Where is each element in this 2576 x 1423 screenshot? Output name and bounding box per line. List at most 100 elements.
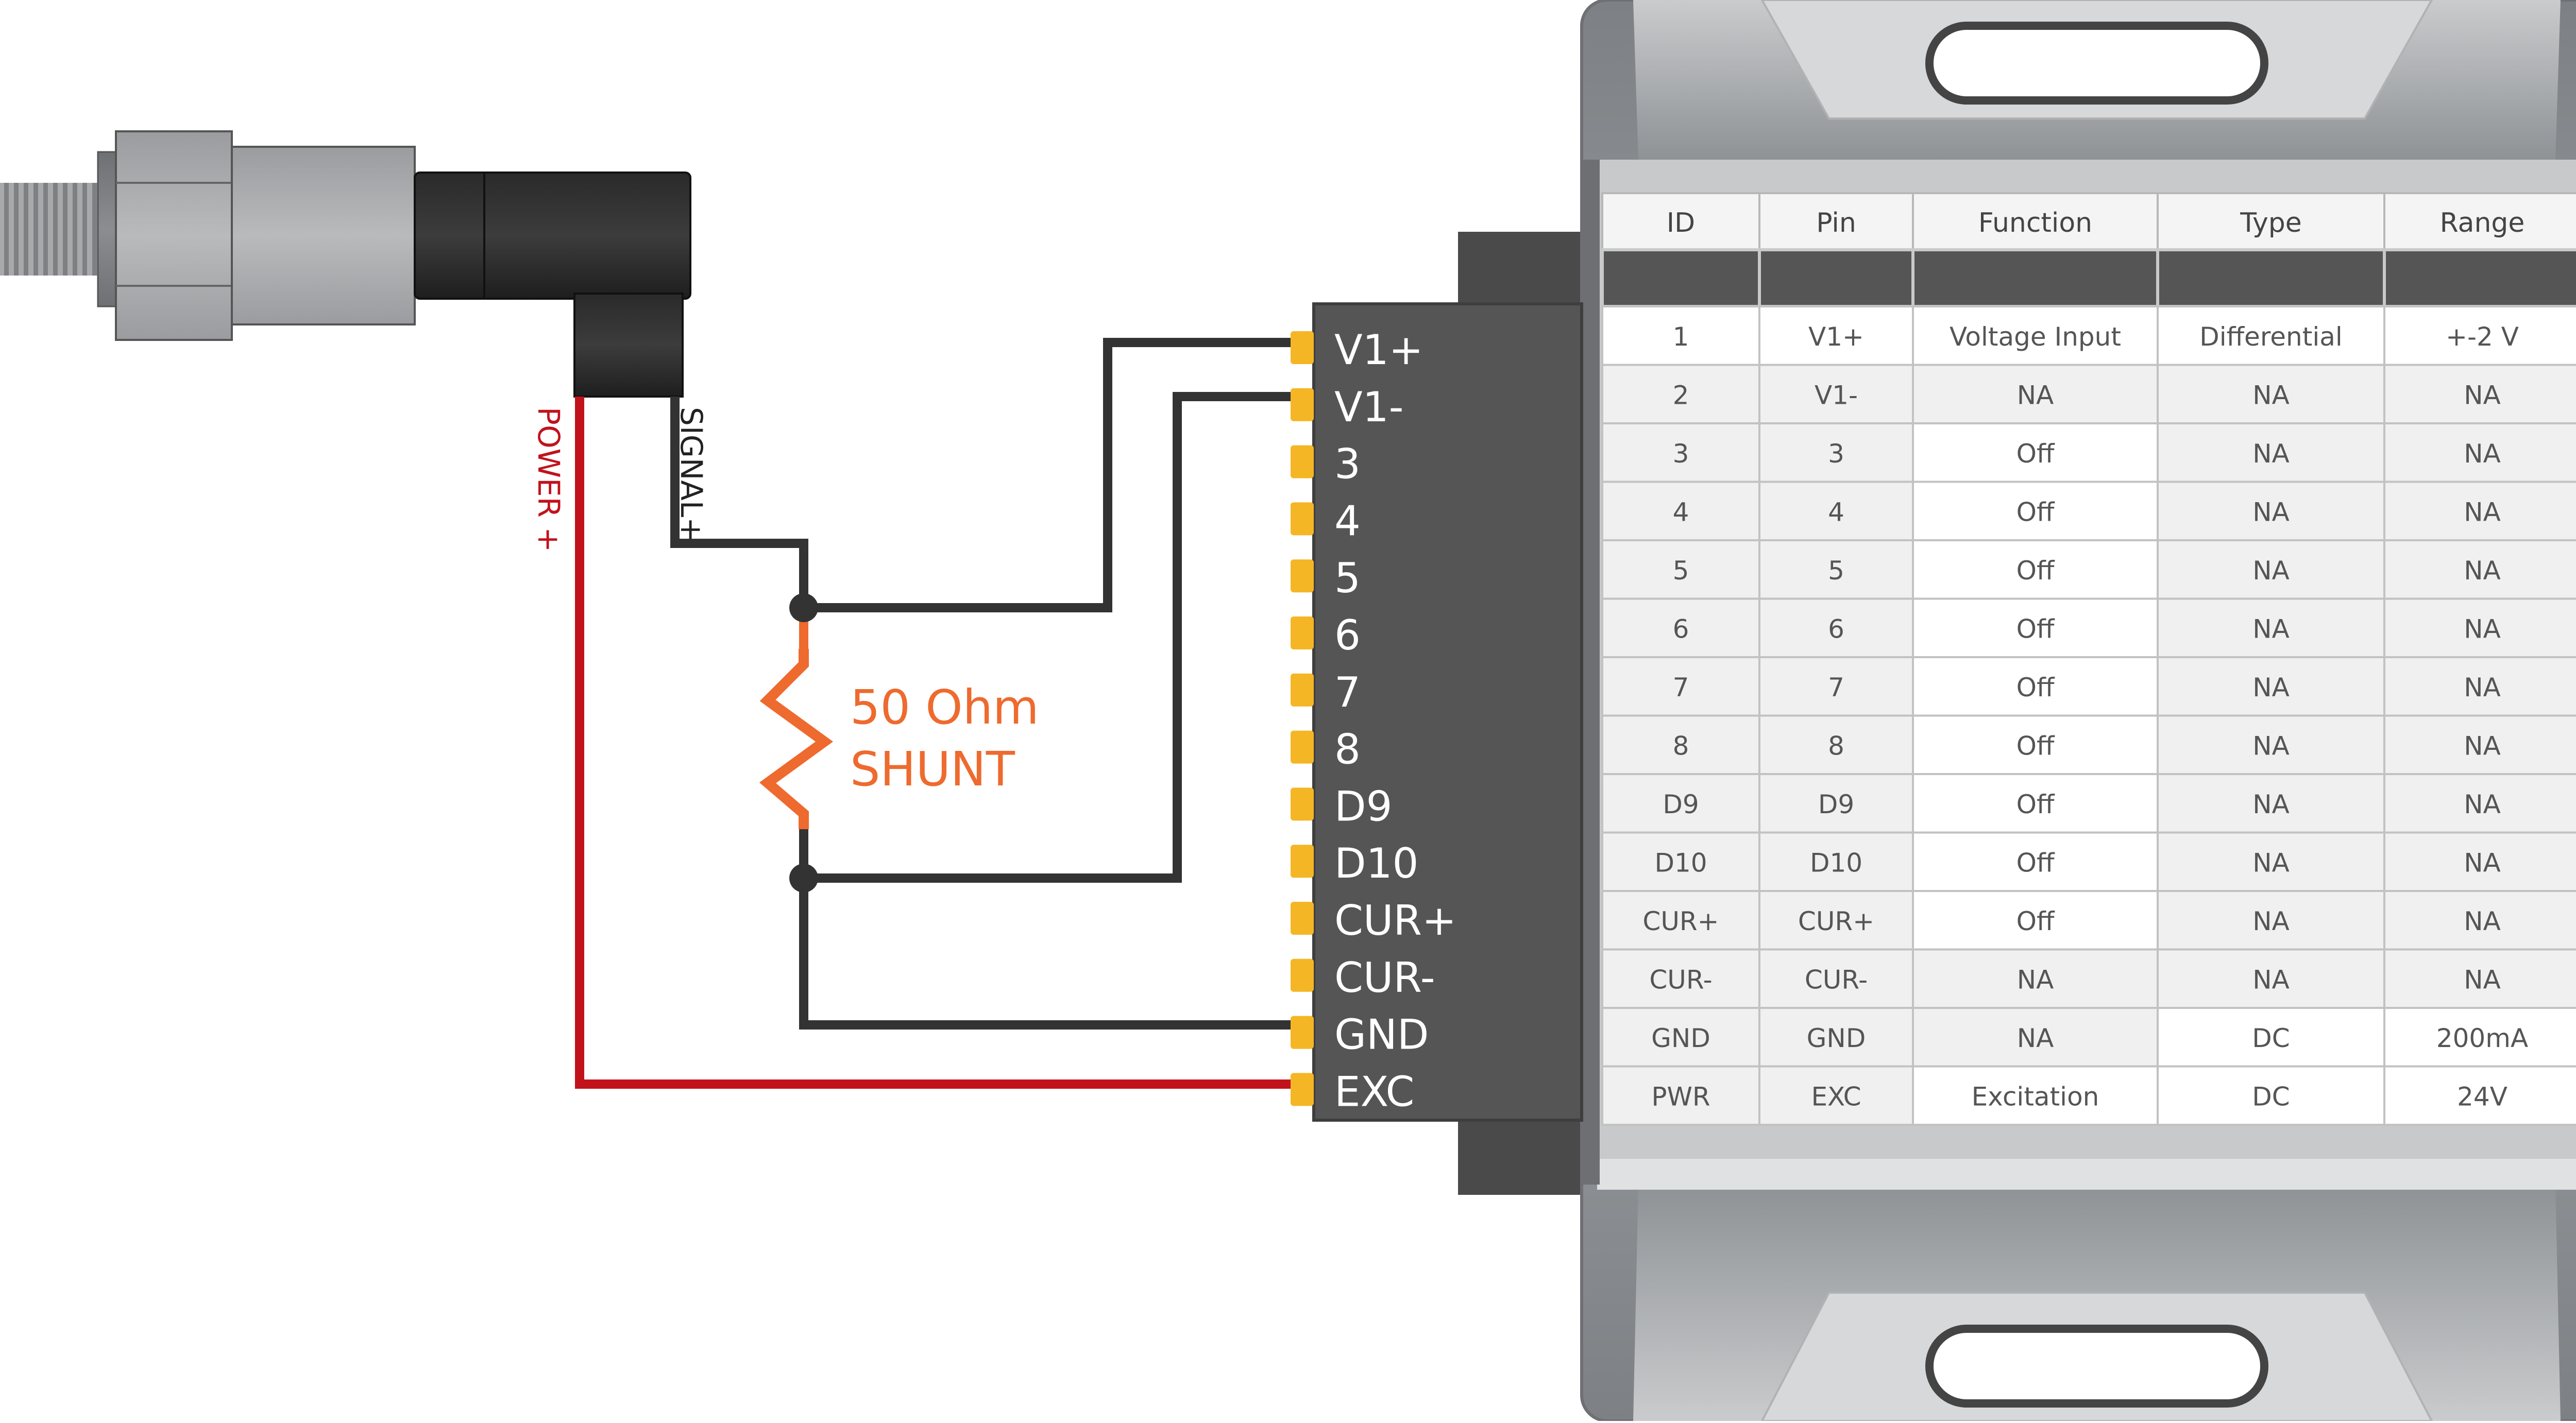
table-cell-text: 8: [1828, 731, 1844, 761]
table-cell: [1601, 890, 1760, 951]
table-cell-text: 5: [1828, 556, 1844, 586]
junction-dot-bottom: [789, 864, 818, 893]
table-header-label: ID: [1667, 208, 1695, 238]
terminal-pin: CUR+: [1291, 897, 1456, 945]
table-cell-text: 5: [1673, 556, 1689, 586]
table-header-cell: [1912, 192, 2159, 251]
table-cell: [1912, 773, 2159, 834]
table-cell-text: Excitation: [1972, 1082, 2099, 1111]
table-cell-text: CUR-: [1805, 965, 1868, 995]
wires: [575, 338, 1298, 1089]
table-cell-text: DC: [2252, 1082, 2290, 1111]
table-cell: [1601, 539, 1760, 600]
table-cell: [2383, 481, 2576, 541]
table-cell: [1912, 714, 2159, 775]
table-cell: [1601, 1065, 1760, 1126]
table-cell-text: NA: [2464, 906, 2501, 936]
pin-label: D9: [1334, 782, 1393, 830]
terminal-pin: CUR-: [1291, 954, 1435, 1002]
table-cell: [2383, 773, 2576, 834]
table-cell-text: NA: [2252, 556, 2290, 586]
power-wire-label: POWER +: [531, 407, 566, 552]
pin-label: 6: [1334, 611, 1361, 659]
table-cell-text: Off: [2016, 731, 2055, 761]
table-cell-text: NA: [2252, 965, 2290, 995]
table-cell: [2383, 890, 2576, 951]
table-cell-text: 7: [1828, 673, 1844, 702]
terminal-pin: 5: [1291, 554, 1361, 602]
table-cell-text: 24V: [2457, 1082, 2507, 1111]
table-header-label: Range: [2440, 208, 2525, 238]
pin-label: 3: [1334, 440, 1361, 488]
table-cell-text: 4: [1828, 497, 1844, 527]
signal-wire: [670, 397, 808, 608]
table-cell-text: NA: [2464, 497, 2501, 527]
table-cell: [2157, 305, 2385, 366]
table-cell-text: 200mA: [2436, 1023, 2528, 1053]
table-cell-text: DC: [2252, 1023, 2290, 1053]
table-cell-text: V1-: [1815, 380, 1858, 410]
table-cell-text: V1+: [1808, 322, 1864, 352]
table-cell-text: NA: [2252, 673, 2290, 702]
sensor-body: [231, 146, 416, 325]
pin-label: D10: [1334, 839, 1418, 887]
table-cell-text: NA: [2464, 439, 2501, 469]
table-cell-text: Off: [2016, 673, 2055, 702]
table-cell-text: NA: [2252, 439, 2290, 469]
terminal-block-body: [1312, 302, 1583, 1122]
table-cell: [1758, 364, 1914, 424]
terminal-pin: D10: [1291, 839, 1418, 887]
table-cell-text: NA: [2252, 614, 2290, 644]
table-cell: [1912, 597, 2159, 658]
junction-dot-top: [789, 593, 818, 622]
table-header-label: Pin: [1816, 208, 1856, 238]
table-cell: [2157, 656, 2385, 717]
table-cell-text: 4: [1673, 497, 1689, 527]
table-cell-text: NA: [2017, 1023, 2054, 1053]
table-cell: [1601, 714, 1760, 775]
table-cell: [1758, 539, 1914, 600]
table-cell: [1601, 305, 1760, 366]
table-cell-text: 2: [1673, 380, 1689, 410]
table-cell-text: 3: [1673, 439, 1689, 469]
table-cell: [2157, 597, 2385, 658]
sensor-thread: [0, 183, 103, 276]
table-cell-text: D9: [1663, 790, 1699, 819]
pin-pad: [1291, 1073, 1314, 1106]
table-cell-text: NA: [2464, 790, 2501, 819]
table-cell-text: NA: [2252, 380, 2290, 410]
pin-pad: [1291, 845, 1314, 878]
table-cell: [1758, 948, 1914, 1009]
table-cell: [1912, 656, 2159, 717]
table-cell-text: 1: [1673, 322, 1689, 352]
table-cell: [1601, 597, 1760, 658]
table-cell-text: Differential: [2199, 322, 2343, 352]
pin-pad: [1291, 388, 1314, 421]
table-cell: [1912, 539, 2159, 600]
table-cell-text: CUR-: [1649, 965, 1712, 995]
table-cell-text: NA: [2464, 380, 2501, 410]
table-cell-text: 6: [1828, 614, 1844, 644]
pin-label: 8: [1334, 726, 1361, 774]
pin-label: V1-: [1334, 383, 1404, 431]
table-cell-text: D10: [1810, 848, 1862, 878]
terminal-pin: EXC: [1291, 1068, 1414, 1116]
table-cell: [1912, 422, 2159, 483]
terminal-pin: 7: [1291, 668, 1361, 716]
pin-pad: [1291, 445, 1314, 478]
shunt-resistor: [759, 649, 834, 829]
shunt-label-line1: 50 Ohm: [850, 680, 1039, 735]
pin-label: EXC: [1334, 1068, 1414, 1116]
terminal-pin: D9: [1291, 782, 1393, 830]
table-cell: [1758, 890, 1914, 951]
terminal-pin: V1-: [1291, 383, 1404, 431]
table-cell-text: Off: [2016, 497, 2055, 527]
terminal-pin: V1+: [1291, 326, 1423, 374]
table-cell: [2383, 1007, 2576, 1068]
table-header-cell: [2157, 192, 2385, 251]
table-cell-text: GND: [1651, 1023, 1710, 1053]
wire-shunt-to-v1minus: [804, 392, 1298, 883]
table-cell: [1601, 364, 1760, 424]
table-cell-text: Voltage Input: [1950, 322, 2121, 352]
